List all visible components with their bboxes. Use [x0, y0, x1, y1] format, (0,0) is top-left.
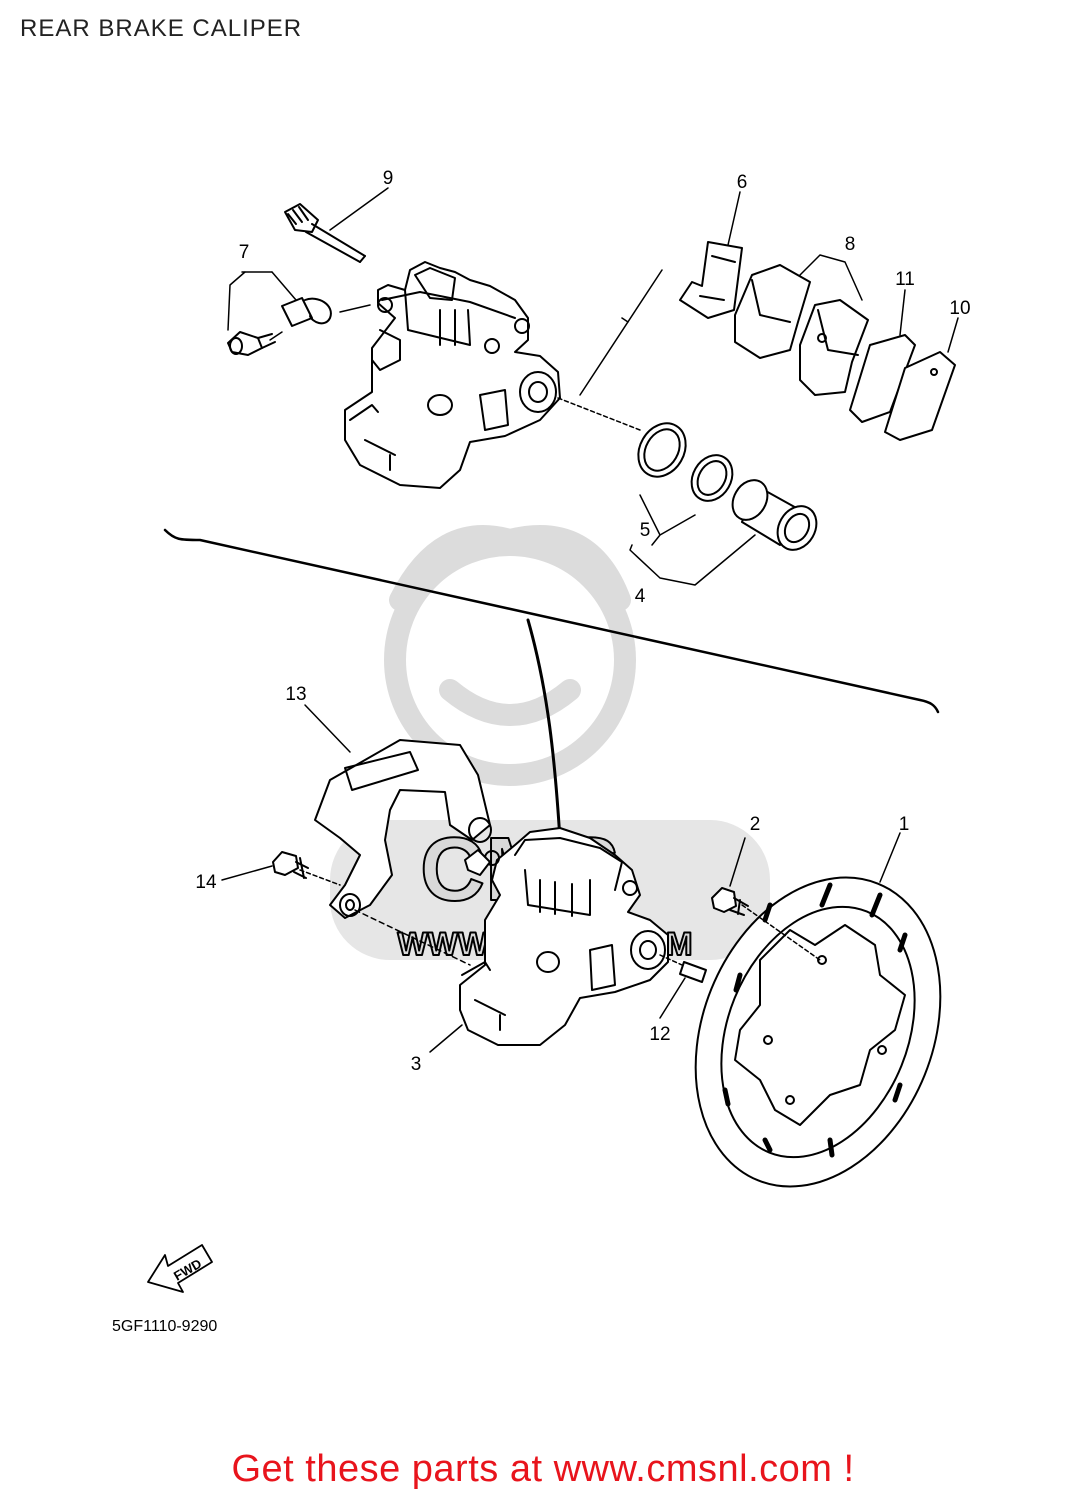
part-4-piston	[731, 479, 818, 551]
part-10-shim	[884, 351, 956, 441]
exploded-parts-diagram: CMS WWW.CMSNL.COM	[112, 168, 971, 1335]
part-2-screw	[711, 887, 749, 916]
callout-1: 1	[899, 814, 910, 835]
callout-5: 5	[640, 520, 651, 541]
upper-leader-lines	[227, 187, 959, 586]
lower-leader-lines	[221, 704, 901, 1053]
callout-12: 12	[649, 1024, 670, 1045]
forward-arrow-icon: FWD	[147, 1244, 213, 1293]
part-7-bleeder	[227, 297, 332, 356]
part-11-shim	[849, 334, 916, 423]
part-3-caliper-assembly	[459, 827, 669, 1046]
part-9-bolt	[284, 203, 366, 263]
diagram-code: 5GF1110-9290	[112, 1318, 217, 1335]
callout-labels: 1 2 3 4 5 6 7 8 9 10 11 12 13 14	[195, 168, 970, 1075]
page-title: REAR BRAKE CALIPER	[20, 15, 303, 42]
part-14-bolt	[272, 851, 309, 879]
part-13-bracket	[314, 739, 492, 919]
part-6-pad-spring	[679, 241, 743, 319]
callout-13: 13	[285, 684, 306, 705]
caliper-upper	[344, 261, 561, 489]
callout-6: 6	[737, 172, 748, 193]
callout-9: 9	[383, 168, 394, 189]
callout-7: 7	[239, 242, 250, 263]
callout-4: 4	[635, 586, 646, 607]
callout-8: 8	[845, 234, 856, 255]
callout-11: 11	[895, 269, 915, 290]
callout-14: 14	[195, 872, 217, 893]
part-5-seals	[637, 422, 734, 502]
callout-3: 3	[411, 1054, 422, 1075]
part-12-pin	[679, 961, 707, 983]
callout-10: 10	[949, 298, 970, 319]
callout-2: 2	[750, 814, 761, 835]
part-8-brake-pads	[734, 264, 869, 396]
promo-link[interactable]: Get these parts at www.cmsnl.com !	[231, 1448, 855, 1490]
part-1-brake-disc	[694, 876, 942, 1188]
